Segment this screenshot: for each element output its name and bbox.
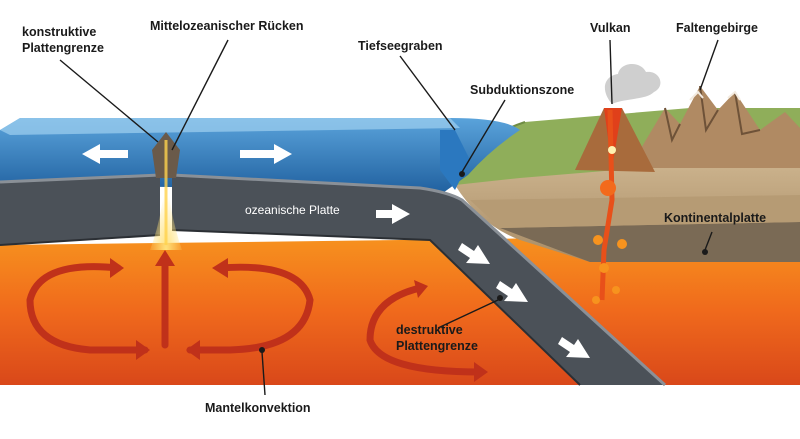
oceanic-plate-left (0, 175, 160, 245)
fold-mountains (640, 85, 800, 168)
continental-mid-layer (470, 195, 800, 228)
label-destructive-boundary-line1: destruktive (396, 323, 463, 337)
ocean-top (0, 118, 460, 135)
motion-arrow-subduct-3 (558, 337, 590, 358)
leader-lines (59, 39, 719, 396)
motion-arrow-oceanic (376, 204, 410, 224)
label-subduction-zone: Subduktionszone (470, 83, 574, 97)
plate-motion-arrows (82, 144, 590, 358)
convection-arrowhead (110, 258, 124, 278)
convection-arrowhead (186, 340, 200, 360)
label-constructive-boundary-line1: konstruktive (22, 25, 96, 39)
label-mid-ocean-ridge: Mittelozeanischer Rücken (150, 19, 304, 33)
convection-arrowheads (110, 250, 488, 382)
convection-arrow-left-loop (26, 263, 149, 354)
convection-arrowhead (155, 250, 175, 266)
motion-arrow-right (240, 144, 292, 164)
convection-arrowhead (136, 340, 150, 360)
convection-arrowhead (212, 258, 228, 278)
label-destructive-boundary-line2: Plattengrenze (396, 339, 478, 353)
oceanic-plate-surface (0, 173, 667, 387)
continental-lower-layer (500, 222, 800, 262)
oceanic-plate-base (0, 229, 581, 386)
magma-conduit (592, 109, 627, 304)
volcano (575, 63, 661, 172)
label-mantle-convection: Mantelkonvektion (205, 401, 311, 415)
convection-arrow-right-loop (186, 263, 314, 354)
label-oceanic-plate: ozeanische Platte (245, 203, 340, 217)
label-volcano: Vulkan (590, 21, 631, 35)
label-trench: Tiefseegraben (358, 39, 443, 53)
label-constructive-boundary-line2: Plattengrenze (22, 41, 104, 55)
motion-arrow-left (82, 144, 128, 164)
convection-arrowhead (414, 280, 428, 298)
convection-arrows (26, 258, 484, 376)
convection-arrowhead (474, 362, 488, 382)
motion-arrow-subduct-1 (458, 243, 490, 264)
label-fold-mountains: Faltengebirge (676, 21, 758, 35)
convection-arrow-subduction-loop (366, 284, 484, 376)
motion-arrow-subduct-2 (496, 281, 528, 302)
label-continental-plate: Kontinentalplatte (664, 211, 766, 225)
oceanic-plate-right (172, 175, 665, 385)
